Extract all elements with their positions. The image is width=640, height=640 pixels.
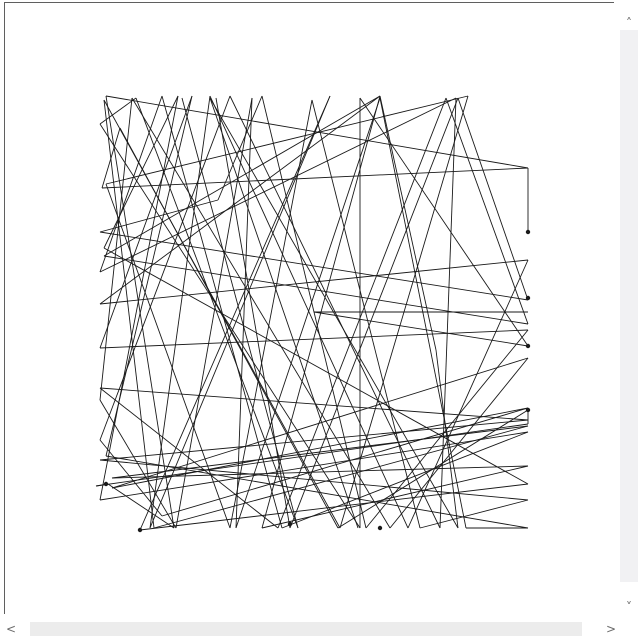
drawn-line-segment: [105, 95, 469, 185]
drawn-line-segment: [99, 387, 529, 421]
drawn-line-segment: [379, 97, 467, 529]
drawn-line-segment: [99, 387, 279, 529]
frame-left-border: [4, 2, 5, 614]
drawn-line-segment: [261, 465, 529, 529]
drawn-line-segment: [135, 97, 299, 529]
drawn-line-segment: [99, 231, 529, 301]
drawn-line-segment: [99, 95, 163, 273]
drawn-line-segment: [99, 459, 529, 501]
drawn-line-segment: [149, 95, 331, 529]
drawn-line-segment: [99, 419, 529, 461]
scroll-down-arrow-icon[interactable]: ˅: [626, 600, 632, 614]
line-endpoint-dot: [103, 481, 109, 487]
drawn-line-segment: [103, 99, 341, 529]
drawn-line-segment: [139, 95, 331, 531]
drawn-line-segment: [99, 431, 529, 501]
drawn-line-segment: [229, 99, 313, 529]
drawn-line-segment: [175, 97, 253, 529]
drawn-line-segment: [161, 95, 283, 529]
frame-top-border: [4, 2, 614, 3]
drawn-line-segment: [149, 95, 211, 529]
drawn-line-segment: [235, 97, 381, 529]
drawn-line-segment: [107, 483, 175, 529]
drawn-line-segment: [103, 95, 381, 257]
drawn-line-segment: [209, 95, 409, 529]
drawn-line-segment: [111, 407, 529, 489]
drawn-line-segment: [261, 95, 381, 529]
drawn-line-segment: [435, 349, 459, 529]
drawn-line-segment: [217, 95, 263, 201]
drawn-line-segment: [281, 431, 529, 529]
scroll-left-arrow-icon[interactable]: <: [5, 622, 17, 636]
scrollbar-corner: [622, 622, 640, 640]
drawn-line-segment: [103, 247, 529, 485]
drawn-line-segment: [339, 95, 469, 529]
canvas-viewport: [6, 4, 620, 616]
drawn-line-segment: [439, 97, 457, 529]
drawn-line-segment: [103, 255, 529, 325]
drawn-line-segment: [161, 407, 529, 517]
drawn-line-segment: [105, 95, 529, 169]
line-endpoint-dot: [525, 295, 531, 301]
drawn-line-segment: [131, 97, 391, 529]
vertical-scroll-track[interactable]: [620, 30, 638, 582]
drawn-line-segment: [95, 423, 529, 487]
drawn-line-segment: [419, 499, 529, 529]
drawn-line-segment: [111, 425, 529, 479]
drawn-line-segment: [99, 95, 381, 305]
line-endpoint-dot: [525, 407, 531, 413]
drawn-line-segment: [289, 97, 459, 529]
drawn-line-segment: [209, 97, 459, 529]
drawn-line-segment: [261, 95, 367, 529]
drawn-line-segment: [111, 357, 529, 489]
drawn-line-segment: [313, 311, 529, 347]
drawn-line-segment: [99, 97, 457, 273]
drawn-line-segment: [99, 259, 529, 305]
line-endpoint-dot: [525, 229, 531, 235]
drawn-line-segment: [407, 259, 529, 529]
drawn-line-segment: [99, 95, 231, 441]
drawn-line-segment: [209, 97, 359, 529]
drawn-line-segment: [229, 95, 441, 529]
drawn-line-segment: [101, 167, 529, 189]
drawn-line-segment: [445, 97, 529, 325]
line-endpoint-dot: [377, 525, 383, 531]
drawn-line-segment: [111, 465, 529, 479]
drawn-line-segment: [379, 95, 437, 351]
drawn-line-segment: [103, 95, 179, 249]
drawn-line-segment: [99, 199, 219, 233]
drawn-line-segment: [457, 97, 529, 301]
drawn-line-segment: [277, 97, 447, 529]
line-endpoint-dot: [525, 343, 531, 349]
drawn-line-segment: [153, 425, 529, 529]
drawn-line-segment: [99, 95, 193, 349]
line-drawing-canvas: [95, 95, 531, 533]
drawn-line-segment: [139, 483, 529, 531]
drawn-line-segment: [99, 123, 361, 529]
drawn-line-segment: [359, 97, 529, 347]
line-endpoint-dot: [287, 521, 293, 527]
scroll-right-arrow-icon[interactable]: >: [605, 622, 617, 636]
line-endpoint-dot: [137, 527, 143, 533]
drawn-line-segment: [235, 97, 253, 529]
horizontal-scroll-track[interactable]: [30, 622, 582, 636]
drawn-line-segment: [99, 95, 179, 501]
scroll-up-arrow-icon[interactable]: ˄: [626, 16, 632, 30]
drawn-line-segment: [103, 99, 155, 529]
drawn-line-segment: [311, 99, 421, 529]
